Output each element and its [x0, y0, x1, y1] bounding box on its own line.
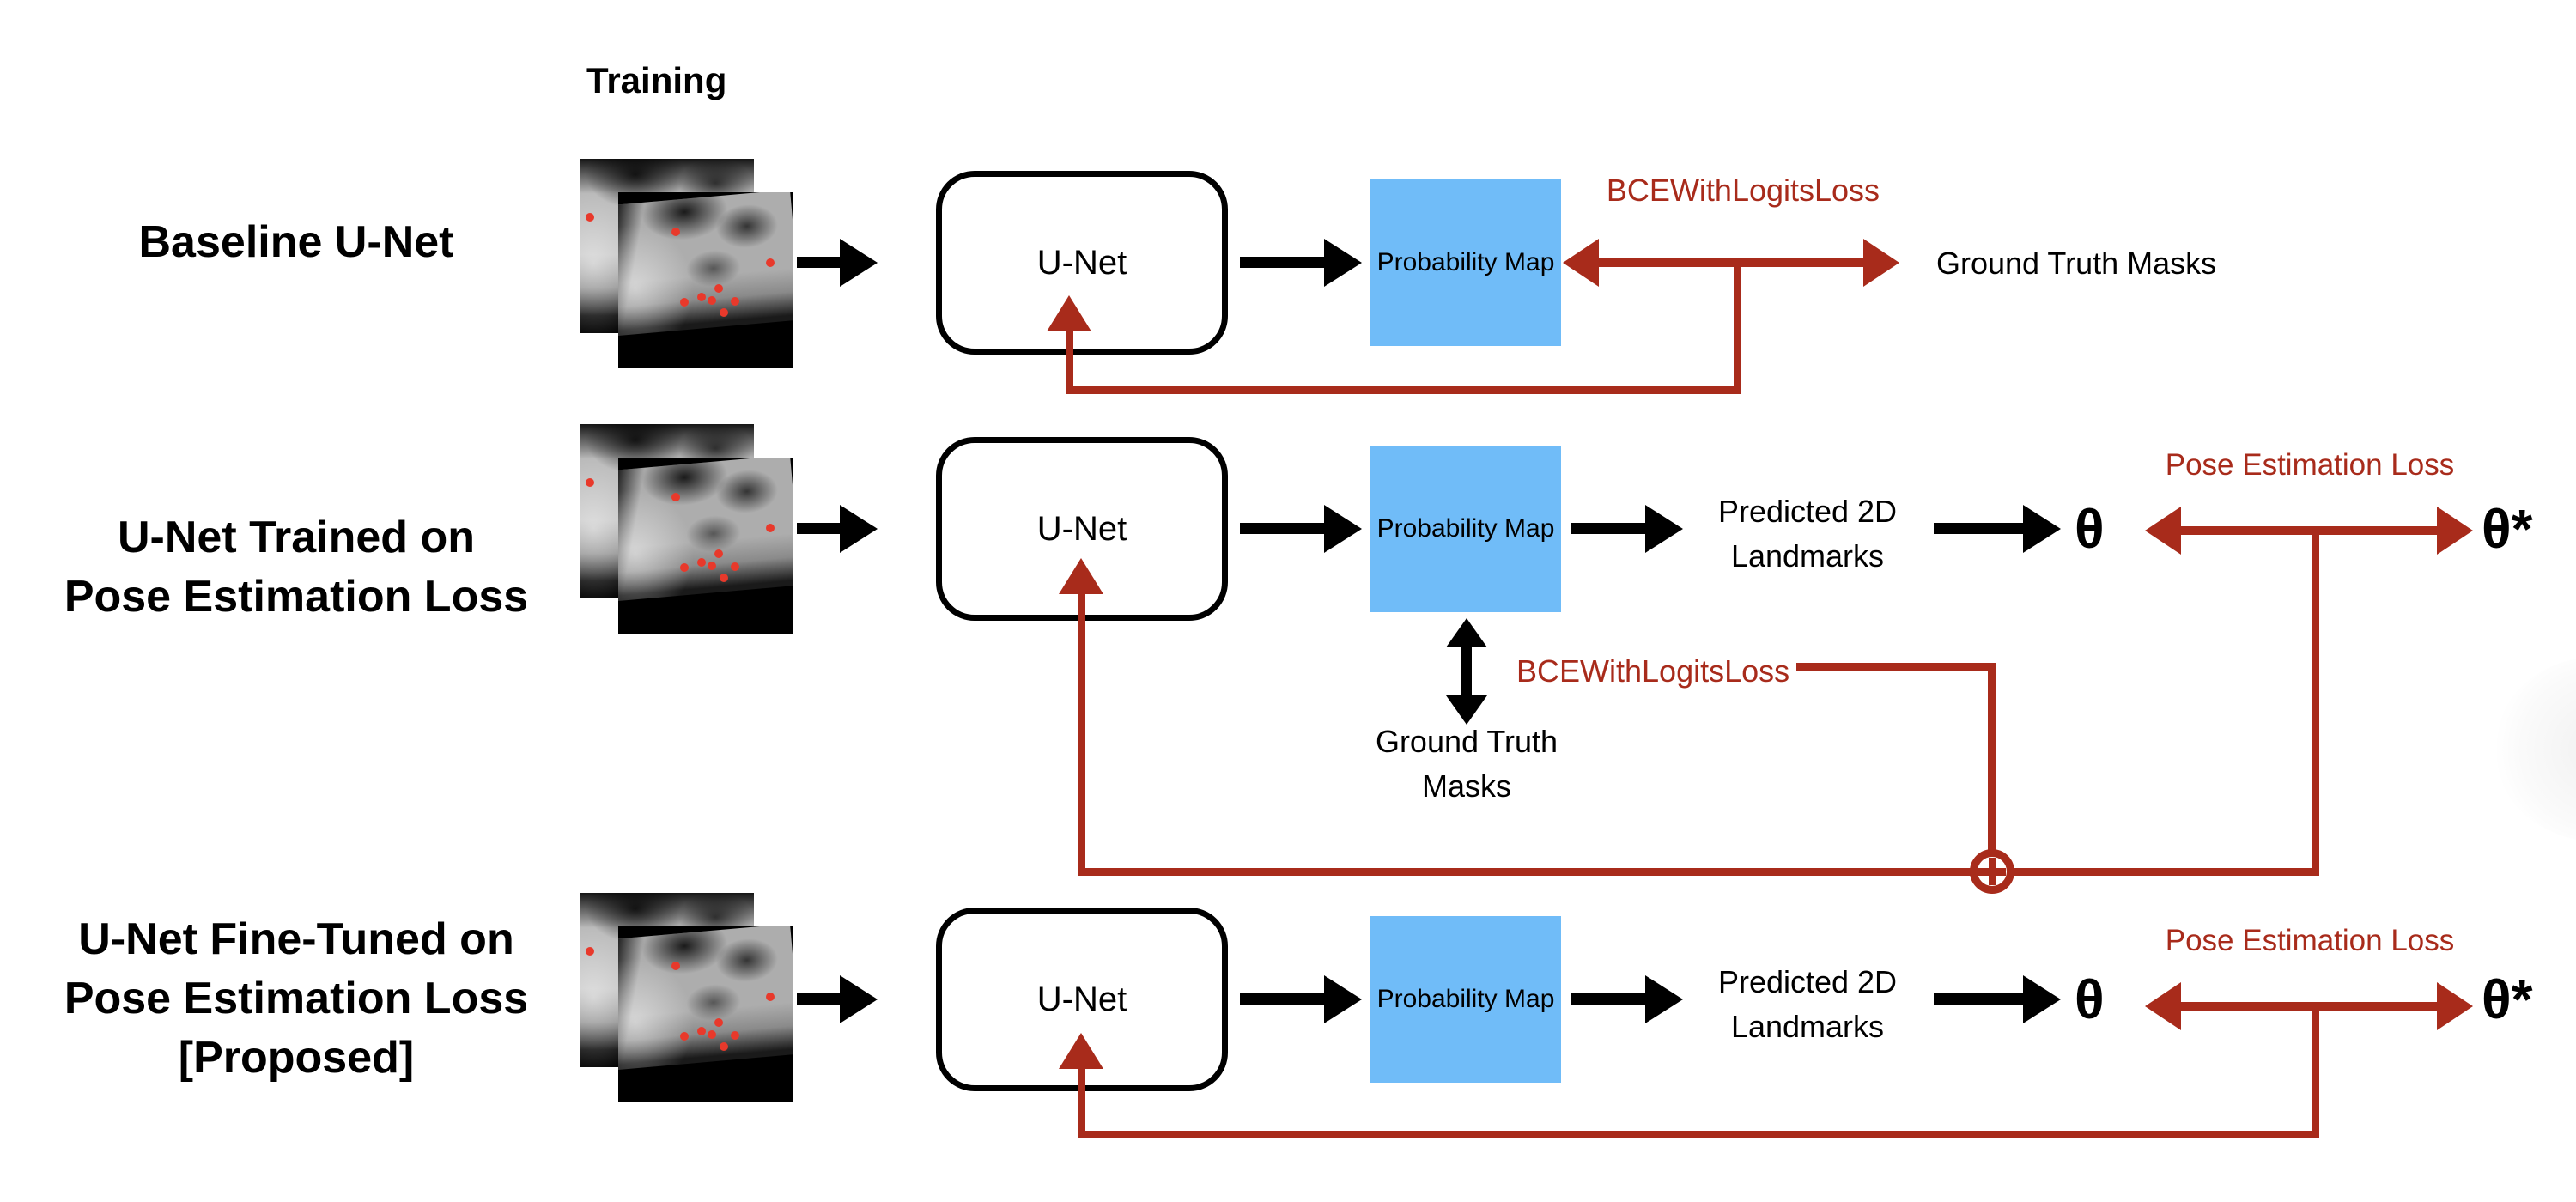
predicted-landmarks-label-row2: Predicted 2D Landmarks — [1717, 494, 1898, 574]
probability-map-box-row3: Probability Map — [1370, 916, 1561, 1083]
arrow-probmap-to-landmarks-row3 — [1571, 975, 1683, 1023]
xray-input-images-row1 — [580, 159, 793, 368]
pose-loss-label-row3: Pose Estimation Loss — [2165, 924, 2455, 957]
edge-artifact-circle — [2494, 657, 2576, 841]
probability-map-label: Probability Map — [1376, 514, 1555, 543]
theta-symbol-row2: θ — [2075, 498, 2105, 560]
arrow-images-to-unet-row3 — [797, 975, 878, 1023]
bce-connector-down-row2 — [1988, 663, 1996, 876]
bce-loss-label-row2: BCEWithLogitsLoss — [1516, 653, 1790, 689]
row3-label-line3: [Proposed] — [178, 1033, 415, 1083]
xray-image-front — [618, 192, 793, 368]
feedback-line-horizontal-row3 — [1078, 1131, 2319, 1138]
feedback-line-up-row3 — [1078, 1065, 1085, 1135]
row3-label-line2: Pose Estimation Loss — [64, 974, 529, 1023]
probability-map-box-row2: Probability Map — [1370, 446, 1561, 612]
xray-image-front — [618, 458, 793, 634]
feedback-arrowhead-row3 — [1059, 1033, 1103, 1069]
bce-loss-label-row1: BCEWithLogitsLoss — [1606, 173, 1880, 208]
feedback-arrowhead-row1 — [1047, 295, 1091, 331]
row1-label: Baseline U-Net — [138, 217, 454, 267]
bce-loss-double-arrow-row1 — [1563, 239, 1899, 287]
pose-loss-connector-down-row3 — [2312, 1003, 2319, 1138]
arrow-landmarks-to-theta-row2 — [1934, 505, 2061, 553]
arrow-probmap-to-landmarks-row2 — [1571, 505, 1683, 553]
xray-input-images-row2 — [580, 424, 793, 634]
arrow-unet-to-probmap-row3 — [1240, 975, 1362, 1023]
pose-loss-double-arrow-row2 — [2145, 507, 2473, 555]
feedback-arrowhead-row2 — [1059, 558, 1103, 594]
ground-truth-masks-label-row1: Ground Truth Masks — [1936, 246, 2217, 281]
training-column-header: Training — [586, 60, 727, 100]
predicted-landmarks-label-row3: Predicted 2D Landmarks — [1717, 964, 1898, 1044]
row3-label: U-Net Fine-Tuned on Pose Estimation Loss… — [34, 910, 558, 1088]
unet-label: U-Net — [1036, 980, 1127, 1018]
pose-loss-double-arrow-row3 — [2145, 982, 2473, 1030]
unet-label: U-Net — [1036, 509, 1127, 548]
feedback-line-horizontal-row1 — [1066, 386, 1741, 394]
arrow-unet-to-probmap-row1 — [1240, 239, 1362, 287]
xray-input-images-row3 — [580, 893, 793, 1102]
pose-loss-connector-down-row2 — [2312, 527, 2319, 872]
arrow-landmarks-to-theta-row3 — [1934, 975, 2061, 1023]
ground-truth-masks-label-row2: Ground Truth Masks — [1375, 724, 1558, 804]
row3-label-line1: U-Net Fine-Tuned on — [78, 914, 514, 964]
feedback-line-up-row2 — [1078, 587, 1085, 872]
unet-label: U-Net — [1036, 243, 1127, 282]
theta-star-symbol-row3: θ* — [2482, 968, 2533, 1030]
xray-image-front — [618, 926, 793, 1102]
bce-double-arrow-row2 — [1446, 618, 1487, 725]
probability-map-label: Probability Map — [1376, 985, 1555, 1013]
theta-star-symbol-row2: θ* — [2482, 498, 2533, 560]
row2-label: U-Net Trained on Pose Estimation Loss — [34, 508, 558, 627]
pose-loss-label-row2: Pose Estimation Loss — [2165, 448, 2455, 482]
theta-symbol-row3: θ — [2075, 968, 2105, 1030]
bce-connector-horizontal-row2 — [1796, 663, 1996, 671]
probability-map-label: Probability Map — [1376, 248, 1555, 276]
arrow-unet-to-probmap-row2 — [1240, 505, 1362, 553]
row2-label-line2: Pose Estimation Loss — [64, 572, 529, 622]
probability-map-box-row1: Probability Map — [1370, 179, 1561, 346]
sum-junction-icon — [1970, 849, 2014, 894]
arrow-images-to-unet-row2 — [797, 505, 878, 553]
feedback-line-down-row1 — [1734, 263, 1741, 391]
feedback-line-up-row1 — [1066, 325, 1073, 392]
feedback-line-horizontal-row2 — [1078, 868, 2319, 876]
row2-label-line1: U-Net Trained on — [117, 513, 476, 562]
arrow-images-to-unet-row1 — [797, 239, 878, 287]
